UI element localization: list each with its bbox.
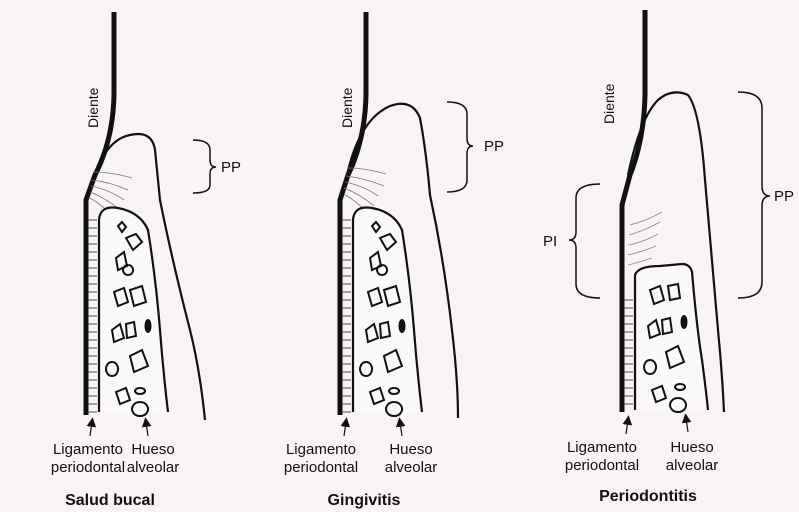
panel-healthy: PP Diente Ligamento periodontal Hueso al… [51,12,241,509]
gingival-fibers [628,212,662,265]
tooth-label: Diente [339,87,355,128]
pp-label: PP [774,188,794,205]
ligament-label-2: periodontal [51,459,125,476]
tooth-label: Diente [85,87,101,128]
ligament-arrow [344,422,346,436]
ligament-hatching [624,300,633,404]
panel-periodontitis: PI PP Diente Ligamento periodontal Hueso… [543,10,794,505]
pi-bracket [569,184,600,298]
bone-label: Hueso [670,439,713,456]
ligament-hatching [88,220,97,412]
bone-label-2: alveolar [385,459,438,476]
ligament-label: Ligamento [53,441,123,458]
panel-caption: Gingivitis [328,492,401,509]
ligament-label-2: periodontal [565,457,639,474]
ligament-arrow [626,420,628,434]
pp-label: PP [484,138,504,155]
panel-gingivitis: PP Diente Ligamento periodontal Hueso al… [284,12,504,509]
tooth-label: Diente [601,83,617,124]
pp-bracket [193,140,216,193]
ligament-hatching [342,220,351,412]
panel-caption: Periodontitis [599,488,697,505]
bone-arrow [146,422,148,436]
ligament-arrow [90,422,92,436]
pp-bracket [738,92,770,298]
alveolar-bone [353,208,422,413]
ligament-label: Ligamento [286,441,356,458]
ligament-label: Ligamento [567,439,637,456]
bone-arrow [686,418,688,432]
pp-label: PP [221,159,241,176]
bone-label: Hueso [131,441,174,458]
alveolar-bone [99,208,168,413]
pp-bracket [447,102,473,192]
bone-label: Hueso [389,441,432,458]
pi-label: PI [543,233,557,250]
ligament-label-2: periodontal [284,459,358,476]
bone-label-2: alveolar [127,459,180,476]
bone-label-2: alveolar [666,457,719,474]
panel-caption: Salud bucal [65,492,155,509]
bone-arrow [400,422,402,436]
